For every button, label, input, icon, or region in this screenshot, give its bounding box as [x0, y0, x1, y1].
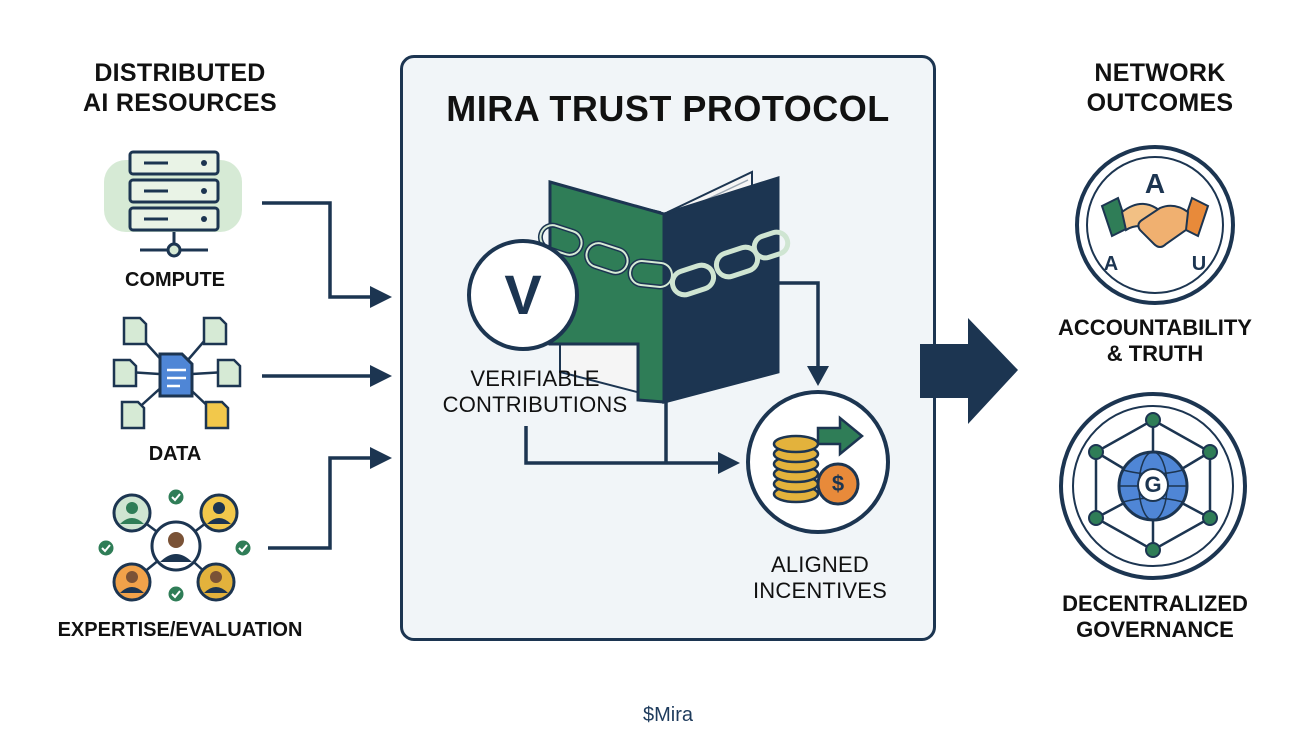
compute-label: COMPUTE [125, 269, 225, 291]
data-label: DATA [148, 443, 202, 465]
expertise-label: EXPERTISE/EVALUATION [57, 619, 303, 641]
governance-label: DECENTRALIZED GOVERNANCE [1030, 591, 1280, 643]
accountability-letter-left: A [1103, 253, 1119, 275]
incentives-label: ALIGNED INCENTIVES [730, 552, 910, 604]
verifiable-line1: VERIFIABLE [470, 366, 600, 391]
accountability-label: ACCOUNTABILITY & TRUTH [1030, 315, 1280, 367]
verifiable-line2: CONTRIBUTIONS [442, 392, 628, 417]
verifiable-label: VERIFIABLE CONTRIBUTIONS [430, 366, 640, 418]
governance-line2: GOVERNANCE [1076, 617, 1234, 642]
left-title-line2: AI RESOURCES [83, 89, 277, 117]
incentives-line2: INCENTIVES [752, 578, 888, 603]
right-column-title: NETWORK OUTCOMES [1040, 58, 1280, 118]
incentives-line1: ALIGNED [771, 552, 869, 577]
accountability-letter-top: A [1144, 168, 1166, 199]
accountability-letter-right: U [1191, 253, 1207, 275]
right-title-line2: OUTCOMES [1086, 89, 1234, 117]
governance-letter: G [1144, 472, 1162, 497]
governance-badge-letter [1137, 468, 1169, 502]
left-column-title: DISTRIBUTED AI RESOURCES [60, 58, 300, 118]
protocol-title: MIRA TRUST PROTOCOL [446, 88, 890, 129]
dollar-symbol: $ [831, 471, 845, 496]
footer-brand: $Mira [642, 704, 693, 726]
governance-line1: DECENTRALIZED [1062, 591, 1248, 616]
verifiable-badge-letter: V [504, 263, 542, 326]
accountability-line1: ACCOUNTABILITY [1058, 315, 1252, 340]
right-title-line1: NETWORK [1094, 59, 1226, 87]
left-title-line1: DISTRIBUTED [94, 59, 266, 87]
accountability-line2: & TRUTH [1106, 341, 1204, 366]
